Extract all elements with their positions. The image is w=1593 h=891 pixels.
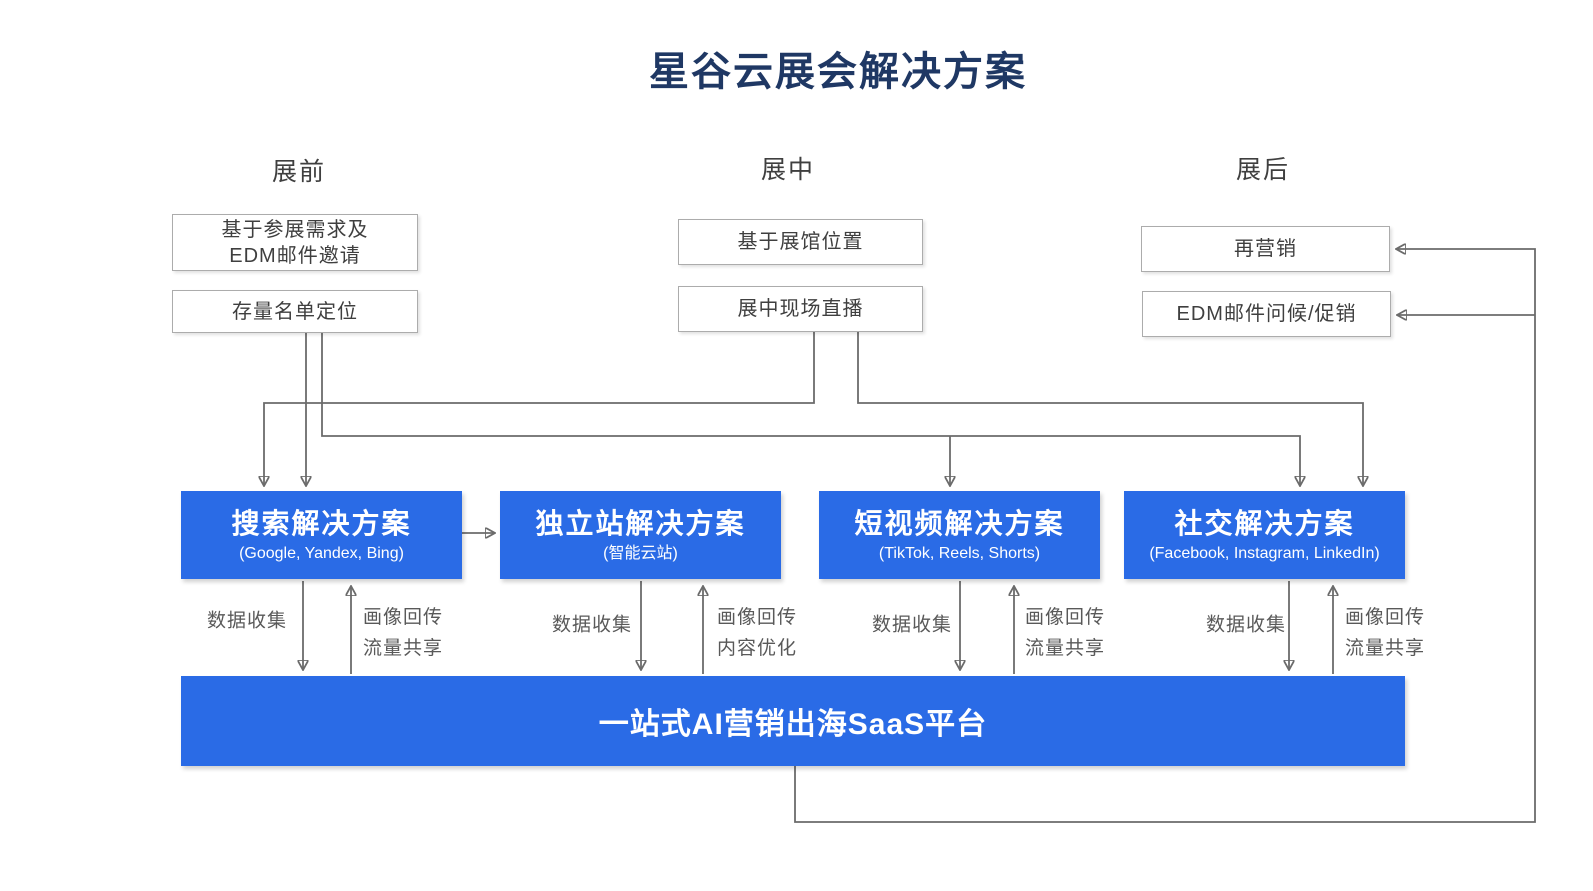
flow-down-label-3: 数据收集: [871, 614, 953, 636]
solution-search: 搜索解决方案 (Google, Yandex, Bing): [181, 491, 462, 579]
flow-down-label-2: 数据收集: [551, 614, 633, 636]
box-existing-list-label: 存量名单定位: [232, 300, 358, 323]
flow-up-label-1: 画像回传 流量共享: [363, 602, 443, 664]
platform-bar: 一站式AI营销出海SaaS平台: [181, 676, 1405, 766]
box-edm-invite-line1: 基于参展需求及: [221, 218, 369, 241]
flow-up-label-3-line1: 画像回传: [1024, 607, 1106, 628]
solution-social-subtitle: (Facebook, Instagram, LinkedIn): [1149, 544, 1380, 562]
box-edm-invite-line2: EDM邮件邀请: [229, 244, 361, 267]
solution-short-video: 短视频解决方案 (TikTok, Reels, Shorts): [819, 491, 1100, 579]
page-title: 星谷云展会解决方案: [649, 50, 1027, 94]
flow-down-label-4: 数据收集: [1205, 614, 1287, 636]
flow-up-label-4: 画像回传 流量共享: [1345, 602, 1425, 664]
flow-up-label-3-line2: 流量共享: [1024, 638, 1106, 659]
box-existing-list: 存量名单定位: [172, 290, 418, 333]
box-live-streaming: 展中现场直播: [678, 286, 923, 332]
box-venue-location: 基于展馆位置: [678, 219, 923, 265]
box-live-streaming-label: 展中现场直播: [737, 298, 864, 320]
solution-website: 独立站解决方案 (智能云站): [500, 491, 781, 579]
box-edm-greeting-label: EDM邮件问候/促销: [1176, 303, 1357, 325]
flow-up-label-1-line1: 画像回传: [362, 607, 444, 628]
flow-up-label-2-line1: 画像回传: [716, 607, 798, 628]
arrow-existing-list-to-social: [321, 333, 1300, 485]
solution-search-title: 搜索解决方案: [231, 507, 412, 539]
arrow-live-stream-to-search: [264, 332, 815, 485]
platform-label: 一站式AI营销出海SaaS平台: [598, 708, 988, 741]
flow-down-label-1: 数据收集: [206, 610, 288, 632]
solution-short-video-subtitle: (TikTok, Reels, Shorts): [878, 544, 1041, 562]
box-edm-invite: 基于参展需求及 EDM邮件邀请: [172, 214, 418, 271]
solution-website-title: 独立站解决方案: [535, 507, 746, 539]
flow-up-label-1-line2: 流量共享: [362, 638, 444, 659]
solution-social-title: 社交解决方案: [1174, 507, 1355, 539]
box-remarketing-label: 再营销: [1234, 238, 1297, 260]
solution-website-subtitle: (智能云站): [603, 544, 678, 562]
flow-up-label-2-line2: 内容优化: [716, 638, 798, 659]
box-remarketing: 再营销: [1141, 226, 1390, 272]
column-header-during-show: 展中: [760, 156, 816, 184]
solution-search-subtitle: (Google, Yandex, Bing): [239, 544, 404, 562]
column-header-after-show: 展后: [1235, 156, 1291, 184]
flow-up-label-3: 画像回传 流量共享: [1025, 602, 1105, 664]
column-header-before-show: 展前: [271, 158, 327, 186]
solution-short-video-title: 短视频解决方案: [854, 507, 1065, 539]
flow-up-label-4-line2: 流量共享: [1344, 638, 1426, 659]
arrow-live-stream-to-social: [857, 332, 1363, 485]
flow-up-label-2: 画像回传 内容优化: [717, 602, 797, 664]
box-venue-location-label: 基于展馆位置: [737, 231, 864, 253]
flow-up-label-4-line1: 画像回传: [1344, 607, 1426, 628]
solution-social: 社交解决方案 (Facebook, Instagram, LinkedIn): [1124, 491, 1405, 579]
box-edm-greeting: EDM邮件问候/促销: [1142, 291, 1391, 337]
